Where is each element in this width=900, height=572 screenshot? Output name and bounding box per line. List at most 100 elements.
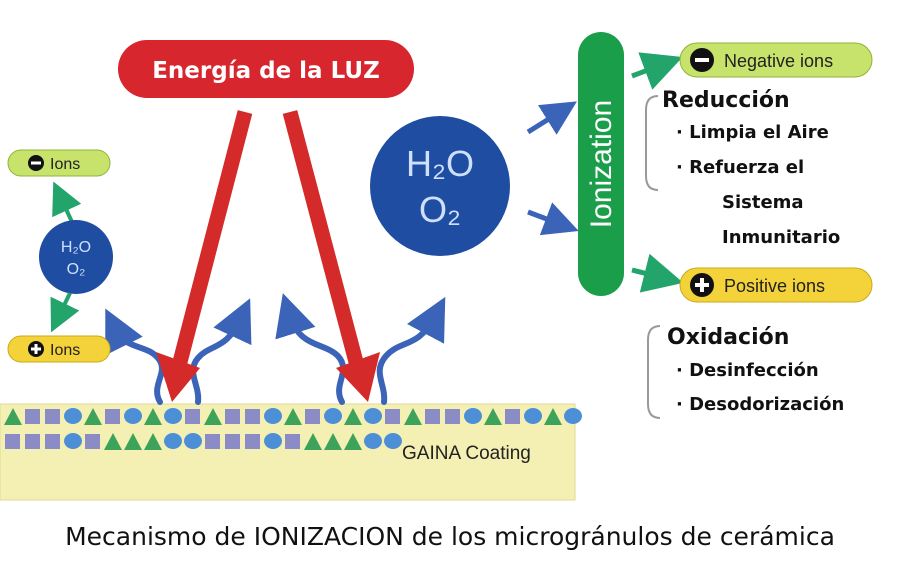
granule-circle bbox=[364, 433, 382, 449]
positive-sign-glyph-v bbox=[700, 278, 704, 292]
positive-badge bbox=[679, 267, 873, 303]
small-negative-label: Ions bbox=[50, 156, 80, 173]
granule-square bbox=[205, 434, 220, 449]
granule-circle bbox=[164, 408, 182, 424]
granule-square bbox=[245, 434, 260, 449]
granule-square bbox=[45, 434, 60, 449]
molecule-to-ionization-arrow-1 bbox=[526, 101, 577, 135]
granule-circle bbox=[364, 408, 382, 424]
granule-circle bbox=[64, 408, 82, 424]
negative-sign-glyph bbox=[695, 58, 709, 62]
small-positive-label: Ions bbox=[50, 342, 80, 359]
bullet-dot: · bbox=[676, 122, 690, 143]
granule-triangle bbox=[344, 433, 362, 450]
granule-triangle bbox=[324, 433, 342, 450]
light-arrows bbox=[156, 110, 380, 402]
reduction-bracket bbox=[645, 95, 659, 191]
granule-triangle bbox=[144, 408, 162, 425]
granule-circle bbox=[324, 408, 342, 424]
small-molecule-line2: O₂ bbox=[67, 261, 86, 278]
positive-label: Positive ions bbox=[724, 276, 825, 296]
reduction-item-1-text: Limpia el Aire bbox=[689, 122, 829, 143]
small-plus-glyph-v bbox=[34, 344, 38, 354]
granule-triangle bbox=[484, 408, 502, 425]
granule-triangle bbox=[304, 433, 322, 450]
wavy-arrow-3 bbox=[275, 293, 347, 405]
granule-triangle bbox=[284, 408, 302, 425]
wavy-arrow-1 bbox=[105, 308, 165, 405]
molecule-to-ionization-arrow-2 bbox=[527, 202, 579, 236]
granule-circle bbox=[64, 433, 82, 449]
granule-triangle bbox=[84, 408, 102, 425]
ionization-pill bbox=[578, 32, 624, 296]
big-molecule-line2: O₂ bbox=[419, 189, 461, 230]
oxidation-item-2: · Desodorización bbox=[676, 394, 844, 415]
granule-circle bbox=[264, 408, 282, 424]
granule-circle bbox=[524, 408, 542, 424]
granule-square bbox=[505, 409, 520, 424]
granule-square bbox=[225, 409, 240, 424]
diagram-caption: Mecanismo de IONIZACION de los micrográn… bbox=[65, 522, 835, 551]
granule-square bbox=[305, 409, 320, 424]
reduction-item-1: · Limpia el Aire bbox=[676, 122, 829, 143]
big-molecule bbox=[370, 116, 510, 256]
granule-triangle bbox=[104, 433, 122, 450]
granule-circle bbox=[184, 433, 202, 449]
granule-square bbox=[385, 409, 400, 424]
oxidation-bracket bbox=[647, 325, 661, 419]
wavy-arrow-2 bbox=[190, 298, 252, 405]
granule-triangle bbox=[4, 408, 22, 425]
light-arrow-right bbox=[282, 110, 364, 364]
light-banner-label: Energía de la LUZ bbox=[152, 58, 380, 84]
granule-circle bbox=[264, 433, 282, 449]
negative-badge bbox=[679, 42, 873, 78]
granule-circle bbox=[464, 408, 482, 424]
small-minus-glyph bbox=[31, 161, 41, 165]
small-molecule-line1: H₂O bbox=[61, 239, 91, 256]
granule-square bbox=[105, 409, 120, 424]
granule-circle bbox=[384, 433, 402, 449]
coating-label: GAINA Coating bbox=[402, 443, 531, 464]
to-negative-arrow bbox=[631, 52, 683, 90]
granule-triangle bbox=[344, 408, 362, 425]
granule-square bbox=[85, 434, 100, 449]
ionization-label: Ionization bbox=[585, 100, 618, 228]
light-arrow-left-head bbox=[156, 352, 200, 402]
granule-triangle bbox=[544, 408, 562, 425]
reduction-heading: Reducción bbox=[662, 88, 790, 113]
oxidation-heading: Oxidación bbox=[667, 325, 790, 350]
light-arrow-right-head bbox=[336, 352, 380, 402]
granule-square bbox=[285, 434, 300, 449]
to-positive-arrow bbox=[631, 253, 684, 293]
negative-label: Negative ions bbox=[724, 51, 833, 71]
small-arrow-up bbox=[52, 181, 82, 223]
coating-granules bbox=[4, 408, 582, 450]
granule-triangle bbox=[144, 433, 162, 450]
granule-square bbox=[5, 434, 20, 449]
ionization-diagram: GAINA Coating Energía de la LUZ Ions H₂O… bbox=[0, 32, 873, 501]
granule-triangle bbox=[204, 408, 222, 425]
bullet-dot: · bbox=[676, 394, 690, 415]
granule-square bbox=[25, 409, 40, 424]
small-arrow-down bbox=[50, 292, 80, 333]
reduction-item-4: Inmunitario bbox=[722, 227, 841, 248]
granule-square bbox=[45, 409, 60, 424]
granule-circle bbox=[564, 408, 582, 424]
granule-triangle bbox=[124, 433, 142, 450]
granule-square bbox=[25, 434, 40, 449]
granule-square bbox=[425, 409, 440, 424]
granule-square bbox=[245, 409, 260, 424]
granule-square bbox=[185, 409, 200, 424]
big-molecule-line1: H₂O bbox=[406, 143, 474, 184]
granule-triangle bbox=[404, 408, 422, 425]
oxidation-item-1-text: Desinfección bbox=[689, 360, 819, 381]
granule-square bbox=[445, 409, 460, 424]
small-molecule bbox=[39, 220, 113, 294]
light-banner bbox=[118, 40, 414, 98]
oxidation-item-2-text: Desodorización bbox=[689, 394, 845, 415]
granule-circle bbox=[164, 433, 182, 449]
granule-circle bbox=[124, 408, 142, 424]
wavy-arrow-4 bbox=[376, 296, 446, 405]
oxidation-item-1: · Desinfección bbox=[676, 360, 819, 381]
granule-square bbox=[225, 434, 240, 449]
